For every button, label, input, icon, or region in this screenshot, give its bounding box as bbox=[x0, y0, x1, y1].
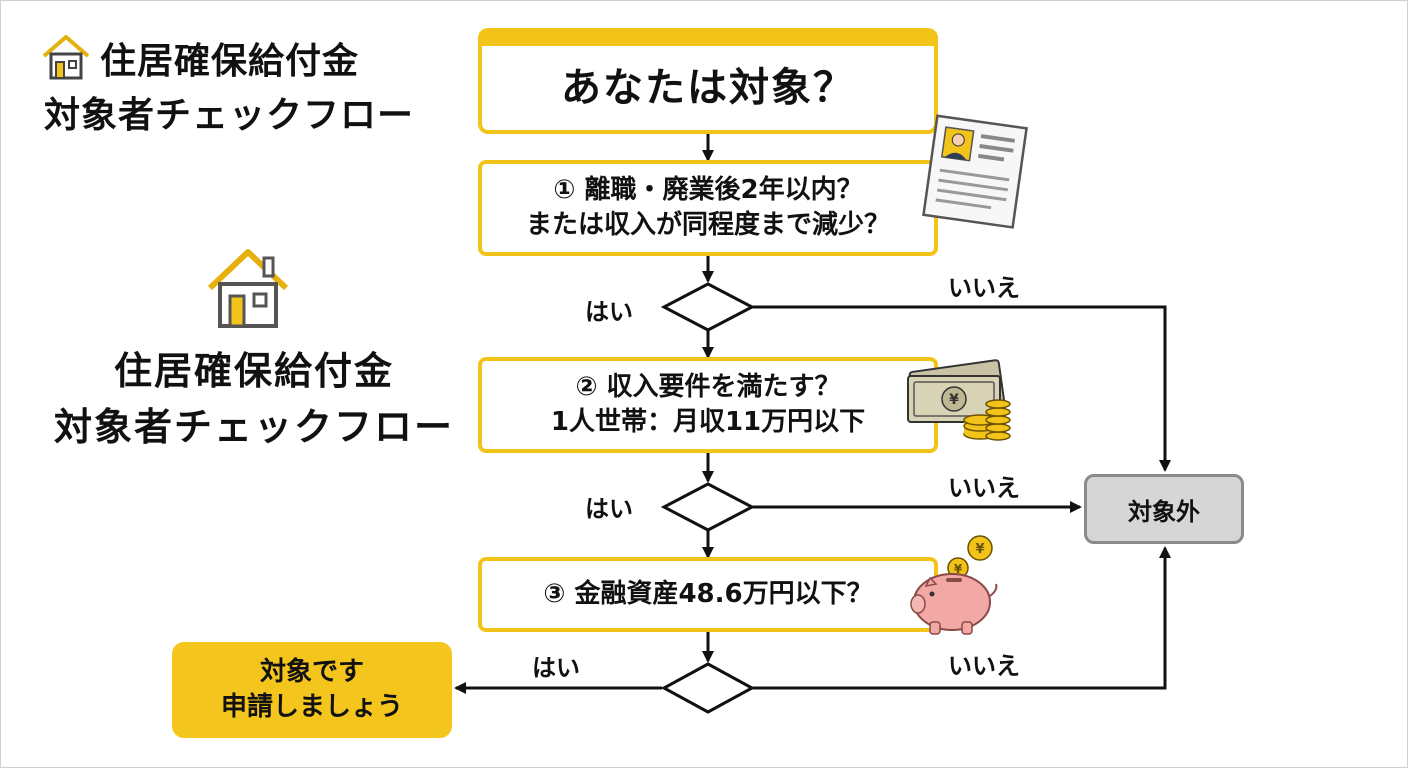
header-title-line2: 対象者チェックフロー bbox=[44, 95, 415, 136]
svg-text:¥: ¥ bbox=[949, 392, 959, 408]
yes-label-1: はい bbox=[585, 298, 633, 326]
question-1-line2: または収入が同程度まで減少？ bbox=[525, 210, 890, 240]
arrow-d1-no bbox=[752, 305, 1171, 472]
decision-diamond-2 bbox=[660, 482, 756, 532]
decision-diamond-1 bbox=[660, 282, 756, 332]
question-box-1: ① 離職・廃業後2年以内？ または収入が同程度まで減少？ bbox=[478, 160, 938, 256]
question-2-line1: ② 収入要件を満たす？ bbox=[575, 371, 841, 402]
yes-label-2: はい bbox=[585, 495, 633, 523]
arrow-d3-no bbox=[752, 546, 1171, 690]
result-excluded-box: 対象外 bbox=[1084, 474, 1244, 544]
result-excluded-text: 対象外 bbox=[1128, 497, 1200, 526]
yes-label-3: はい bbox=[532, 654, 580, 682]
start-text: あなたは対象？ bbox=[561, 65, 855, 111]
result-eligible-line2: 申請しましょう bbox=[220, 692, 403, 722]
question-box-2: ② 収入要件を満たす？ 1人世帯：月収11万円以下 bbox=[478, 357, 938, 453]
no-label-2: いいえ bbox=[948, 474, 1020, 502]
question-box-3: ③ 金融資産48.6万円以下？ bbox=[478, 557, 938, 632]
svg-text:¥: ¥ bbox=[954, 562, 963, 576]
main-title-line1: 住居確保給付金 bbox=[113, 349, 394, 393]
no-label-1: いいえ bbox=[948, 274, 1020, 302]
start-box: あなたは対象？ bbox=[478, 28, 938, 134]
no-label-3: いいえ bbox=[948, 652, 1020, 680]
result-eligible-line1: 対象です bbox=[259, 656, 364, 687]
result-eligible-box: 対象です 申請しましょう bbox=[172, 642, 452, 738]
header-title-line1: 住居確保給付金 bbox=[100, 41, 360, 82]
question-3-line1: ③ 金融資産48.6万円以下？ bbox=[543, 578, 873, 609]
svg-text:¥: ¥ bbox=[975, 542, 984, 557]
question-1-line1: ① 離職・廃業後2年以内？ bbox=[553, 174, 863, 205]
decision-diamond-3 bbox=[660, 662, 756, 714]
question-2-line2: 1人世帯：月収11万円以下 bbox=[550, 407, 866, 437]
main-title-line2: 対象者チェックフロー bbox=[53, 405, 454, 449]
